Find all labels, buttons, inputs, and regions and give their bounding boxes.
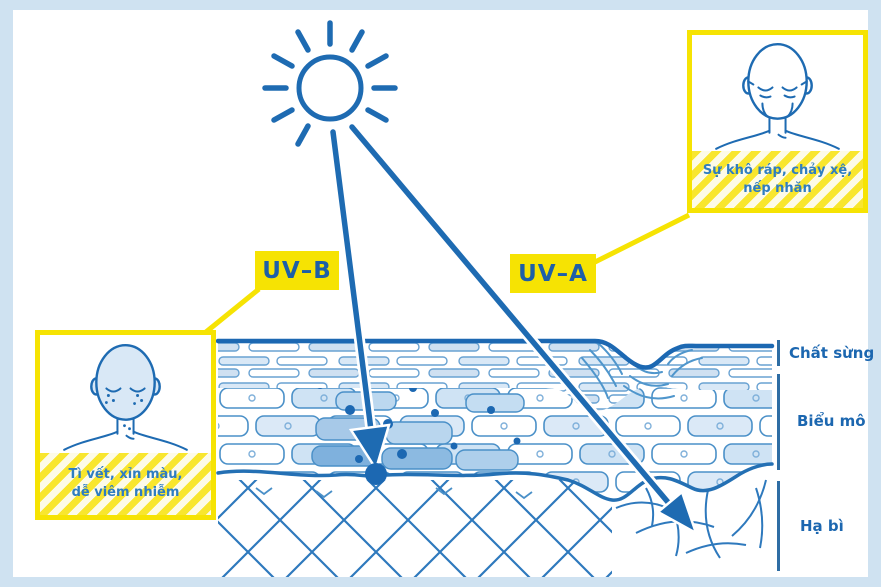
bracket-dermis — [777, 481, 780, 571]
uva-caption-line2: nếp nhăn — [743, 180, 812, 196]
wrinkle-fold-lines — [581, 342, 703, 400]
callout-connectors — [204, 212, 691, 334]
skin-surface-line — [216, 338, 775, 370]
uva-ray-arrow — [346, 121, 699, 536]
face-wrinkles-icon — [715, 43, 840, 150]
uvb-label: UV–B — [255, 251, 339, 290]
uvb-caption-line1: Tì vết, xỉn màu, — [68, 467, 183, 483]
uva-caption-line1: Sự khô ráp, chảy xệ, — [702, 162, 853, 178]
bracket-stratum-corneum — [777, 340, 780, 366]
skin-cross-section — [216, 338, 775, 577]
uvb-effects-callout: Tì vết, xỉn màu, dễ viêm nhiễm — [35, 330, 216, 520]
uvb-ray-arrow — [327, 126, 391, 485]
uva-label-text: UV–A — [518, 260, 588, 287]
sun-icon — [262, 20, 398, 147]
uva-effects-caption: Sự khô ráp, chảy xệ, nếp nhăn — [692, 151, 863, 208]
blemish-dots — [104, 394, 144, 431]
uvb-caption-line2: dễ viêm nhiễm — [71, 485, 180, 500]
uvb-stop-dot — [365, 463, 387, 485]
uva-effects-callout: Sự khô ráp, chảy xệ, nếp nhăn — [687, 30, 868, 213]
layer-label-stratum-corneum: Chất sừng — [789, 344, 875, 362]
face-blemishes-icon — [63, 344, 188, 451]
bracket-epidermis — [777, 374, 780, 470]
layer-label-dermis: Hạ bì — [800, 517, 844, 535]
dermis-chevrons — [255, 487, 533, 500]
uva-label: UV–A — [510, 254, 596, 293]
uvb-label-text: UV–B — [262, 257, 332, 284]
uvb-effects-caption: Tì vết, xỉn màu, dễ viêm nhiễm — [40, 453, 211, 515]
layer-label-epidermis: Biểu mô — [797, 412, 866, 430]
basal-boundary-line — [216, 462, 774, 502]
